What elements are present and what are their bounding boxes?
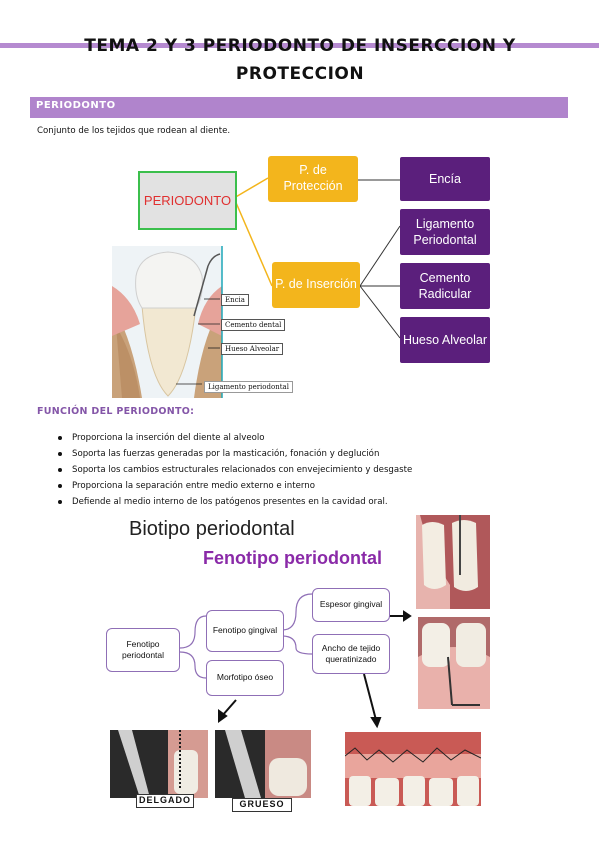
tooth-label-hueso: Hueso Alveolar: [221, 343, 284, 355]
funcion-list: Proporciona la inserción del diente al a…: [58, 431, 412, 511]
tooth-label-cemento: Cemento dental: [221, 319, 286, 331]
ancho-box: Ancho de tejido queratinizado: [312, 634, 390, 674]
funcion-heading: FUNCIÓN DEL PERIODONTO:: [37, 406, 195, 417]
list-item: Defiende al medio interno de los patógen…: [58, 495, 412, 511]
title-underline-bar: [0, 43, 599, 48]
tooth-cross-section-illustration: [112, 246, 223, 398]
photo-encia-queratinizada: [345, 732, 481, 806]
page-title-line1: TEMA 2 Y 3 PERIODONTO DE INSERCCION Y: [84, 36, 516, 56]
insercion-box: P. de Inserción: [272, 262, 360, 308]
proteccion-box: P. de Protección: [268, 156, 358, 202]
page-title-line2: PROTECCION: [235, 64, 365, 84]
cemento-box: Cemento Radicular: [400, 263, 490, 309]
espesor-box: Espesor gingival: [312, 588, 390, 622]
intro-text: Conjunto de los tejidos que rodean al di…: [37, 126, 231, 136]
list-item: Proporciona la separación entre medio ex…: [58, 479, 412, 495]
section-header-label: PERIODONTO: [36, 100, 116, 111]
list-item: Soporta las fuerzas generadas por la mas…: [58, 447, 412, 463]
biotipo-title: Biotipo periodontal: [129, 518, 295, 540]
grueso-label: GRUESO: [232, 798, 292, 812]
list-item: Proporciona la inserción del diente al a…: [58, 431, 412, 447]
delgado-label: DELGADO: [136, 794, 194, 808]
hueso-box: Hueso Alveolar: [400, 317, 490, 363]
periodonto-root-box: PERIODONTO: [138, 171, 237, 230]
ligamento-box: Ligamento Periodontal: [400, 209, 490, 255]
photo-ancho-queratinizado: [418, 617, 490, 709]
morfotipo-box: Morfotipo óseo: [206, 660, 284, 696]
encia-box: Encía: [400, 157, 490, 201]
photo-delgado: [110, 730, 208, 798]
section-header-periodonto: PERIODONTO: [30, 97, 568, 118]
list-item: Soporta los cambios estructurales relaci…: [58, 463, 412, 479]
tooth-label-ligamento: Ligamento periodontal: [204, 381, 293, 393]
photo-grueso: [215, 730, 311, 798]
tooth-label-encia: Encia: [221, 294, 249, 306]
diagram-connectors: [233, 177, 401, 339]
fenotipo-title: Fenotipo periodontal: [203, 548, 382, 568]
fenotipo-gingival-box: Fenotipo gingival: [206, 610, 284, 652]
fenotipo-periodontal-box: Fenotipo periodontal: [106, 628, 180, 672]
photo-espesor-gingival: [416, 515, 490, 609]
